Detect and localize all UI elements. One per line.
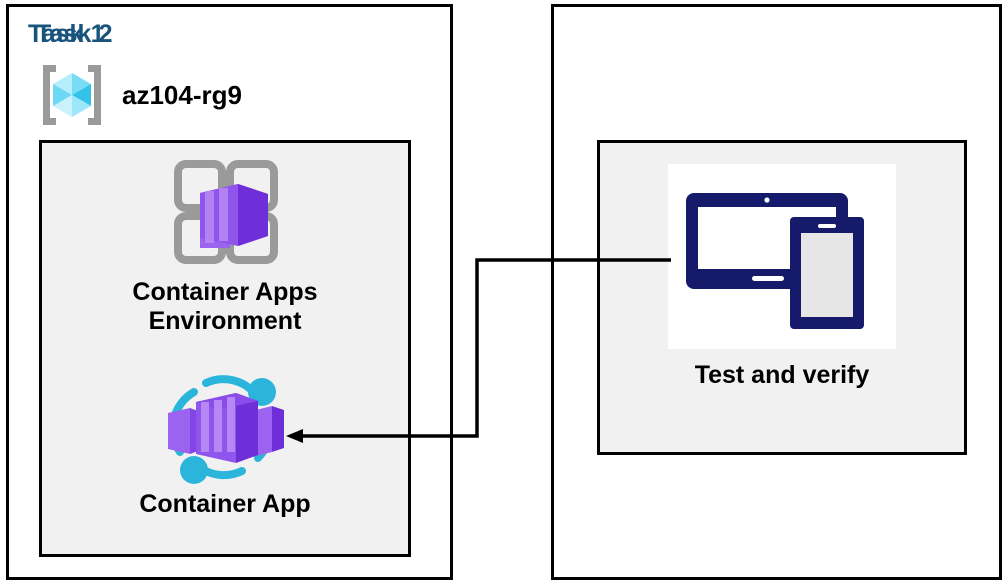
container-apps-environment-node: Container Apps Environment (39, 152, 411, 336)
container-app-node: Container App (39, 366, 411, 519)
container-app-icon (150, 366, 300, 486)
test-and-verify-icon-backdrop (668, 164, 896, 349)
test-and-verify-node: Test and verify (597, 164, 967, 390)
container-app-label: Container App (139, 490, 311, 518)
task-2-title: Task 2 (36, 20, 113, 48)
test-and-verify-label: Test and verify (694, 361, 870, 389)
resource-group-label: az104-rg9 (122, 79, 242, 110)
test-and-verify-devices-icon (682, 177, 882, 337)
task-1-title: Task 1 (28, 20, 105, 48)
container-apps-environment-label: Container Apps Environment (132, 278, 318, 335)
container-apps-environment-icon (164, 152, 286, 272)
resource-group-icon (36, 59, 108, 131)
resource-group-row: az104-rg9 (36, 59, 242, 131)
